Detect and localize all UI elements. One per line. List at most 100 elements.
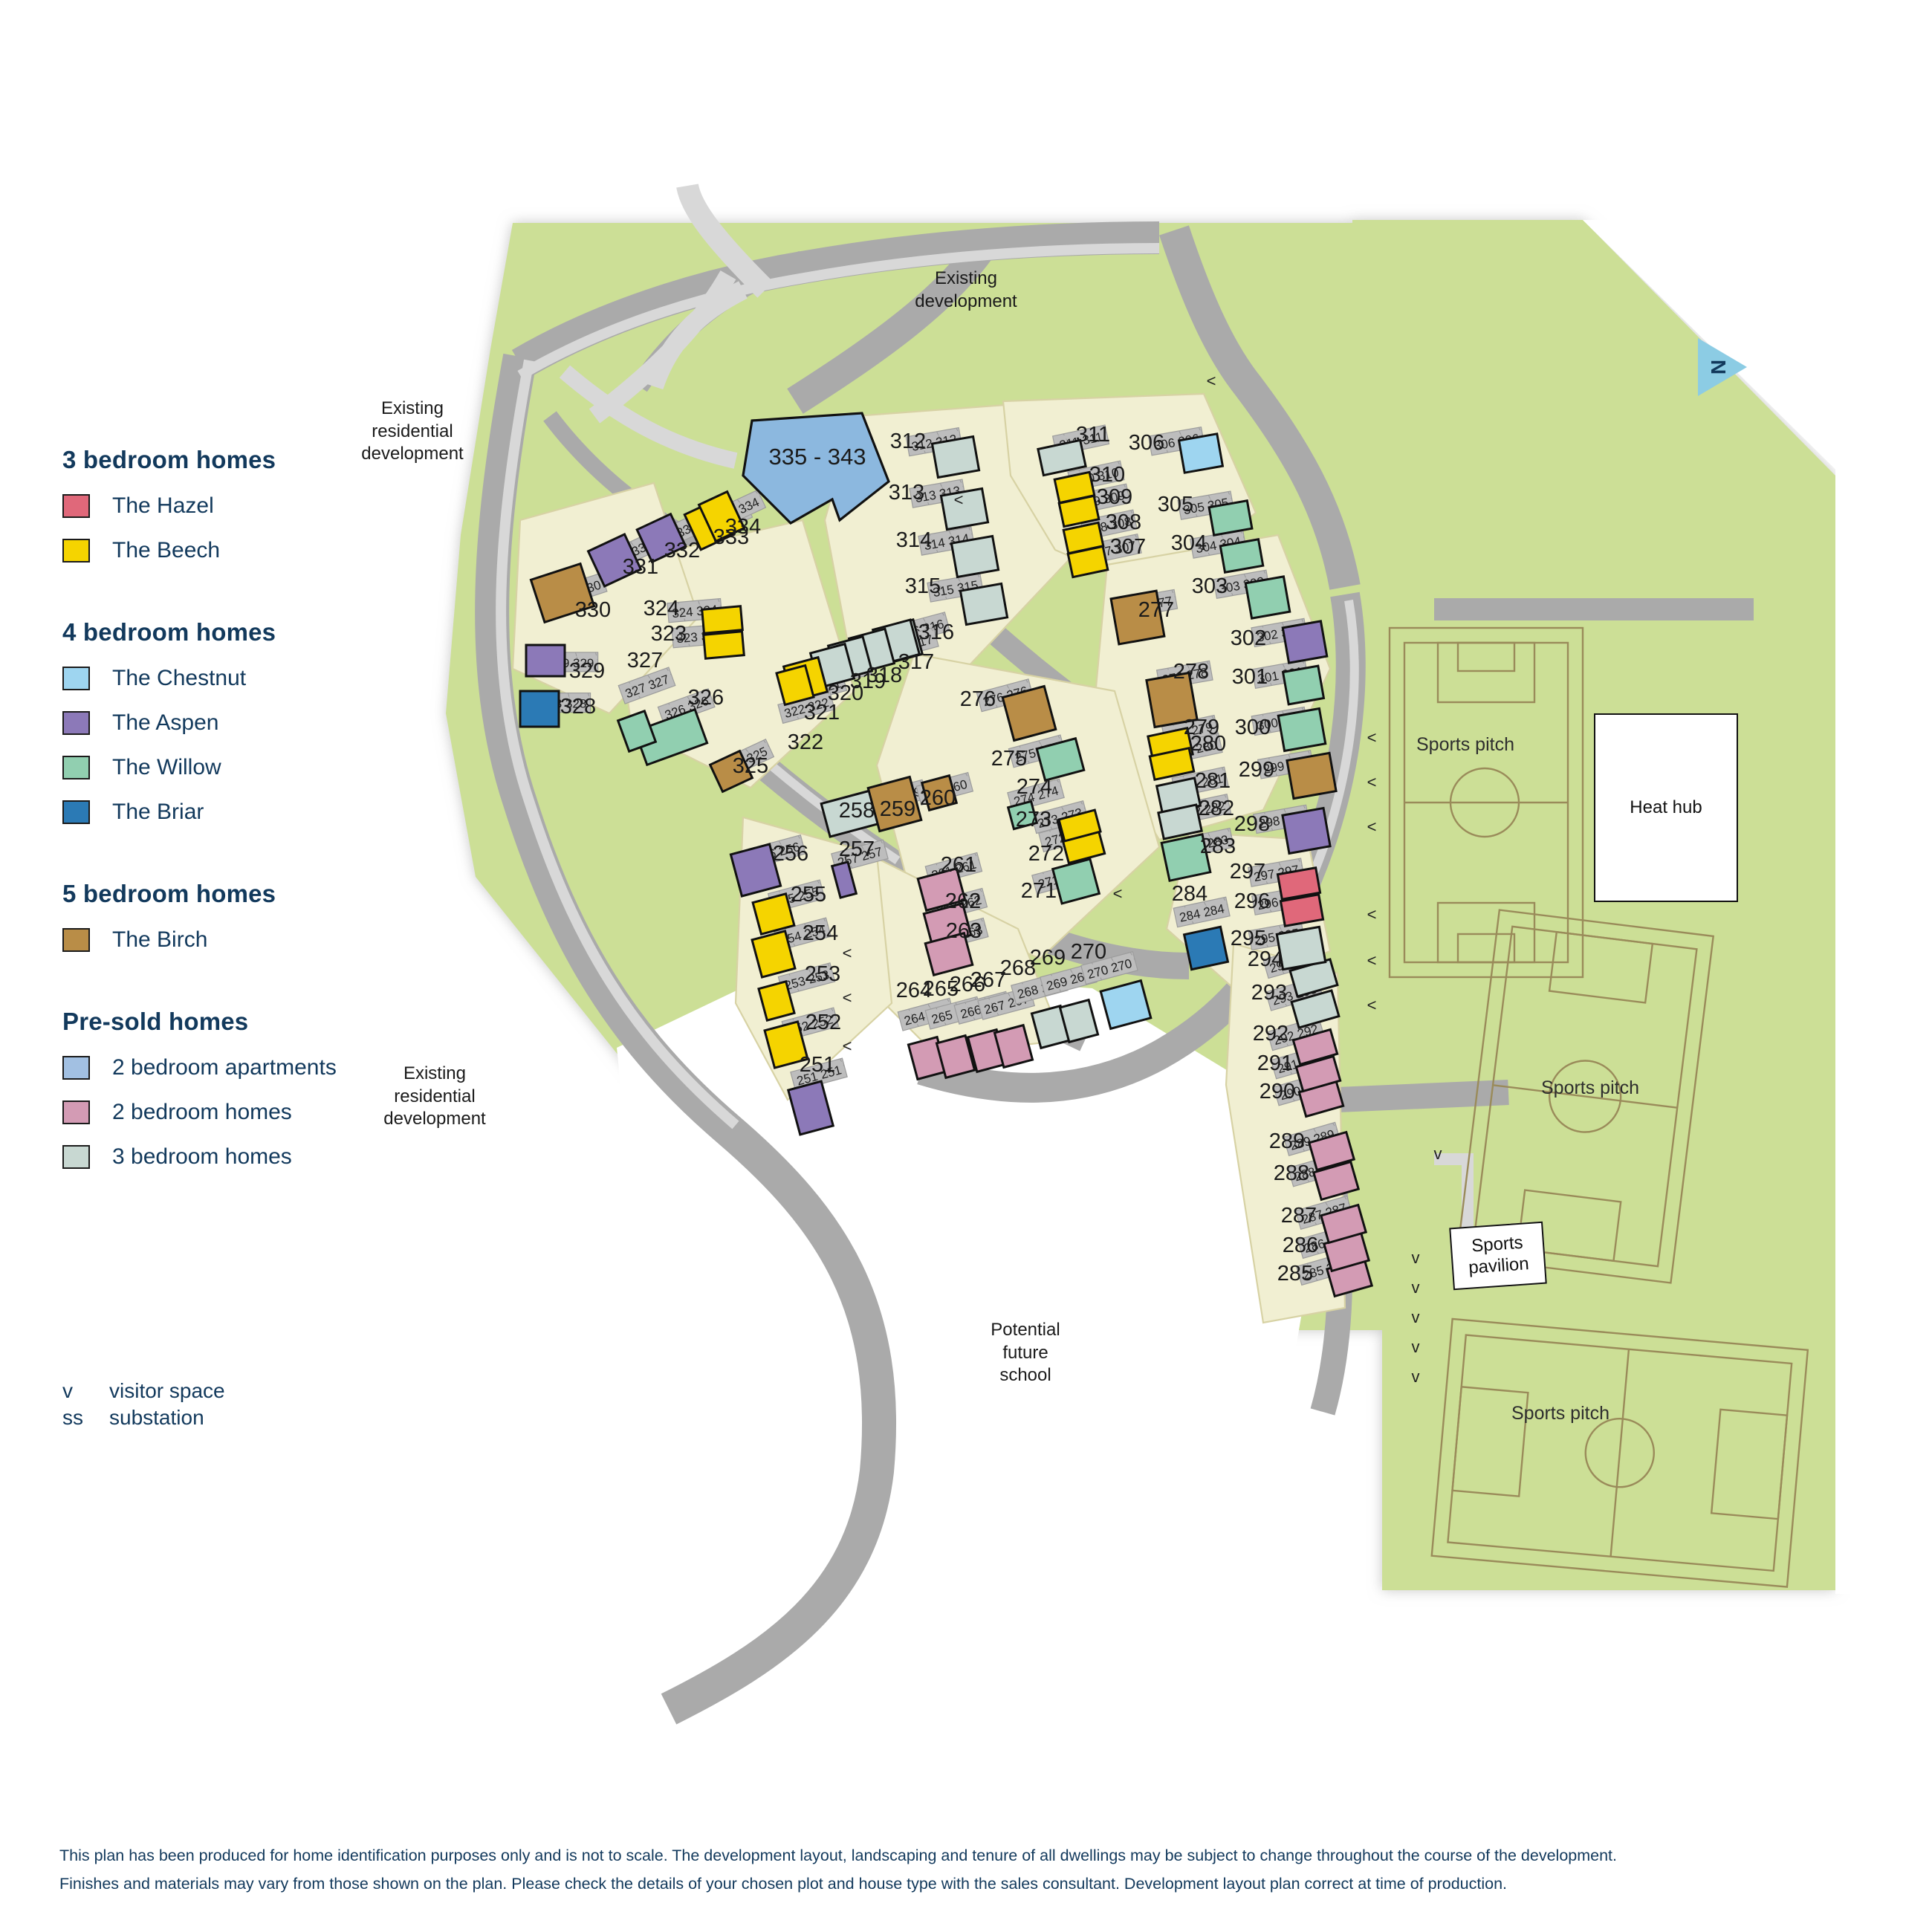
house-footprint-plot-305[interactable]: [1208, 499, 1254, 537]
house-footprint-plot-289[interactable]: [1307, 1130, 1356, 1172]
plot-number-282: 282: [1199, 797, 1234, 820]
house-footprint-plot-276[interactable]: [1001, 684, 1057, 742]
house-footprint-plot-299[interactable]: [1286, 751, 1338, 800]
house-footprint-plot-312[interactable]: [930, 435, 981, 479]
house-footprint-plot-255[interactable]: [751, 892, 796, 936]
plot-number-275: 275: [991, 747, 1027, 771]
legend-label-presold-2bed-apartments: 2 bedroom apartments: [112, 1055, 337, 1080]
house-footprint-plot-308[interactable]: [1062, 521, 1105, 555]
house-footprint-plot-329[interactable]: [525, 644, 566, 678]
house-footprint-plot-257[interactable]: [830, 860, 858, 899]
plot-number-314: 314: [896, 528, 932, 552]
house-footprint-plot-303[interactable]: [1244, 575, 1291, 620]
house-footprint-plot-314[interactable]: [950, 534, 1000, 579]
legend-group-title-1: 4 bedroom homes: [62, 618, 276, 646]
legend-item-birch[interactable]: The Birch: [62, 927, 375, 953]
house-footprint-plot-287[interactable]: [1319, 1203, 1368, 1245]
plot-number-290: 290: [1260, 1080, 1295, 1103]
house-footprint-plot-306[interactable]: [1177, 432, 1225, 474]
house-footprint-plot-315[interactable]: [959, 582, 1009, 626]
house-footprint-plot-251[interactable]: [786, 1080, 835, 1136]
house-footprint-plot-283[interactable]: [1160, 832, 1212, 883]
house-footprint-plot-271[interactable]: [1051, 858, 1101, 905]
plot-number-288: 288: [1274, 1161, 1309, 1185]
visitor-space-marker-16: v: [1412, 1338, 1420, 1356]
legend-swatch-chestnut: [62, 667, 90, 690]
house-footprint-plot-304[interactable]: [1219, 538, 1265, 574]
house-footprint-plot-297[interactable]: [1276, 866, 1322, 901]
house-footprint-plot-265[interactable]: [935, 1034, 976, 1080]
house-footprint-plot-288[interactable]: [1312, 1160, 1361, 1202]
house-footprint-plot-267[interactable]: [993, 1023, 1034, 1069]
plot-number-330: 330: [575, 598, 611, 622]
house-footprint-plot-330[interactable]: [529, 562, 596, 624]
house-footprints[interactable]: [519, 432, 1374, 1298]
heat-hub[interactable]: Heat hub: [1594, 713, 1738, 902]
house-footprint-plot-269[interactable]: [1058, 998, 1100, 1044]
house-footprint-plot-278[interactable]: [1145, 671, 1199, 729]
plot-335-343-building[interactable]: [742, 412, 890, 525]
north-arrow: N: [1698, 338, 1747, 396]
house-footprint-plot-280[interactable]: [1148, 746, 1196, 782]
visitor-space-marker-12: v: [1434, 1144, 1442, 1163]
legend-item-chestnut[interactable]: The Chestnut: [62, 666, 375, 691]
house-footprint-plot-270[interactable]: [1099, 979, 1153, 1031]
legend-item-willow[interactable]: The Willow: [62, 755, 375, 780]
legend-item-aspen[interactable]: The Aspen: [62, 710, 375, 736]
house-footprint-plot-332[interactable]: [635, 512, 687, 564]
plot-number-322: 322: [788, 730, 823, 754]
legend-item-hazel[interactable]: The Hazel: [62, 493, 375, 519]
house-footprint-plot-254[interactable]: [751, 930, 797, 979]
house-footprint-plot-252[interactable]: [763, 1020, 809, 1069]
house-footprint-plot-323[interactable]: [702, 630, 745, 660]
house-footprint-plot-322[interactable]: [775, 664, 815, 707]
plot-number-293: 293: [1251, 981, 1287, 1005]
house-footprint-plot-301[interactable]: [1281, 664, 1326, 706]
house-footprint-plot-325[interactable]: [708, 749, 754, 794]
house-footprint-plot-275[interactable]: [1035, 736, 1086, 782]
legend-label-chestnut: The Chestnut: [112, 666, 247, 690]
legend-item-briar[interactable]: The Briar: [62, 800, 375, 825]
house-footprint-plot-291[interactable]: [1294, 1054, 1342, 1093]
legend-group-title-0: 3 bedroom homes: [62, 446, 276, 473]
house-footprint-plot-292[interactable]: [1291, 1028, 1339, 1066]
legend-swatch-birch: [62, 928, 90, 952]
house-footprint-plot-273[interactable]: [1057, 808, 1102, 843]
house-footprint-plot-253[interactable]: [757, 979, 796, 1022]
sports-pavilion[interactable]: Sports pavilion: [1449, 1221, 1547, 1291]
house-footprint-plot-310[interactable]: [1053, 470, 1096, 505]
house-footprint-plot-282[interactable]: [1157, 803, 1203, 840]
house-footprint-plot-293[interactable]: [1290, 989, 1341, 1029]
house-footprint-plot-256[interactable]: [729, 843, 782, 898]
house-footprint-plot-284[interactable]: [1182, 925, 1230, 971]
house-footprint-plot-259[interactable]: [866, 775, 923, 833]
house-footprint-plot-300[interactable]: [1277, 707, 1327, 753]
visitor-space-marker-13: v: [1412, 1248, 1420, 1267]
house-footprint-plot-327[interactable]: [616, 709, 658, 753]
legend-item-presold-2bed-apartments[interactable]: 2 bedroom apartments: [62, 1055, 375, 1080]
legend-item-beech[interactable]: The Beech: [62, 538, 375, 563]
house-footprint-plot-260[interactable]: [920, 774, 959, 812]
plot-number-298: 298: [1234, 812, 1270, 836]
house-footprint-plot-302[interactable]: [1281, 620, 1329, 664]
house-footprint-plot-313[interactable]: [939, 487, 990, 531]
house-footprint-plot-324[interactable]: [701, 605, 744, 635]
house-footprint-plot-263[interactable]: [924, 931, 974, 977]
house-footprint-plot-311[interactable]: [1037, 438, 1087, 477]
house-footprint-plot-277[interactable]: [1109, 589, 1166, 646]
house-footprint-plot-261[interactable]: [916, 866, 967, 912]
house-footprint-plot-295[interactable]: [1275, 925, 1327, 971]
plot-number-318: 318: [866, 664, 902, 687]
legend-label-birch: The Birch: [112, 927, 208, 952]
legend-item-presold-3bed-homes[interactable]: 3 bedroom homes: [62, 1144, 375, 1170]
house-footprint-plot-274[interactable]: [1006, 800, 1039, 831]
legend-item-presold-2bed-homes[interactable]: 2 bedroom homes: [62, 1100, 375, 1125]
visitor-space-marker-1: <: [1367, 773, 1377, 791]
visitor-space-marker-9: <: [1113, 884, 1123, 903]
house-footprint-plot-331[interactable]: [586, 533, 643, 588]
house-footprint-plot-298[interactable]: [1281, 806, 1332, 855]
house-footprint-plot-296[interactable]: [1279, 893, 1325, 927]
house-footprint-plot-328[interactable]: [519, 690, 560, 728]
visitor-space-marker-2: <: [1367, 817, 1377, 836]
house-footprint-plot-334[interactable]: [697, 490, 746, 543]
